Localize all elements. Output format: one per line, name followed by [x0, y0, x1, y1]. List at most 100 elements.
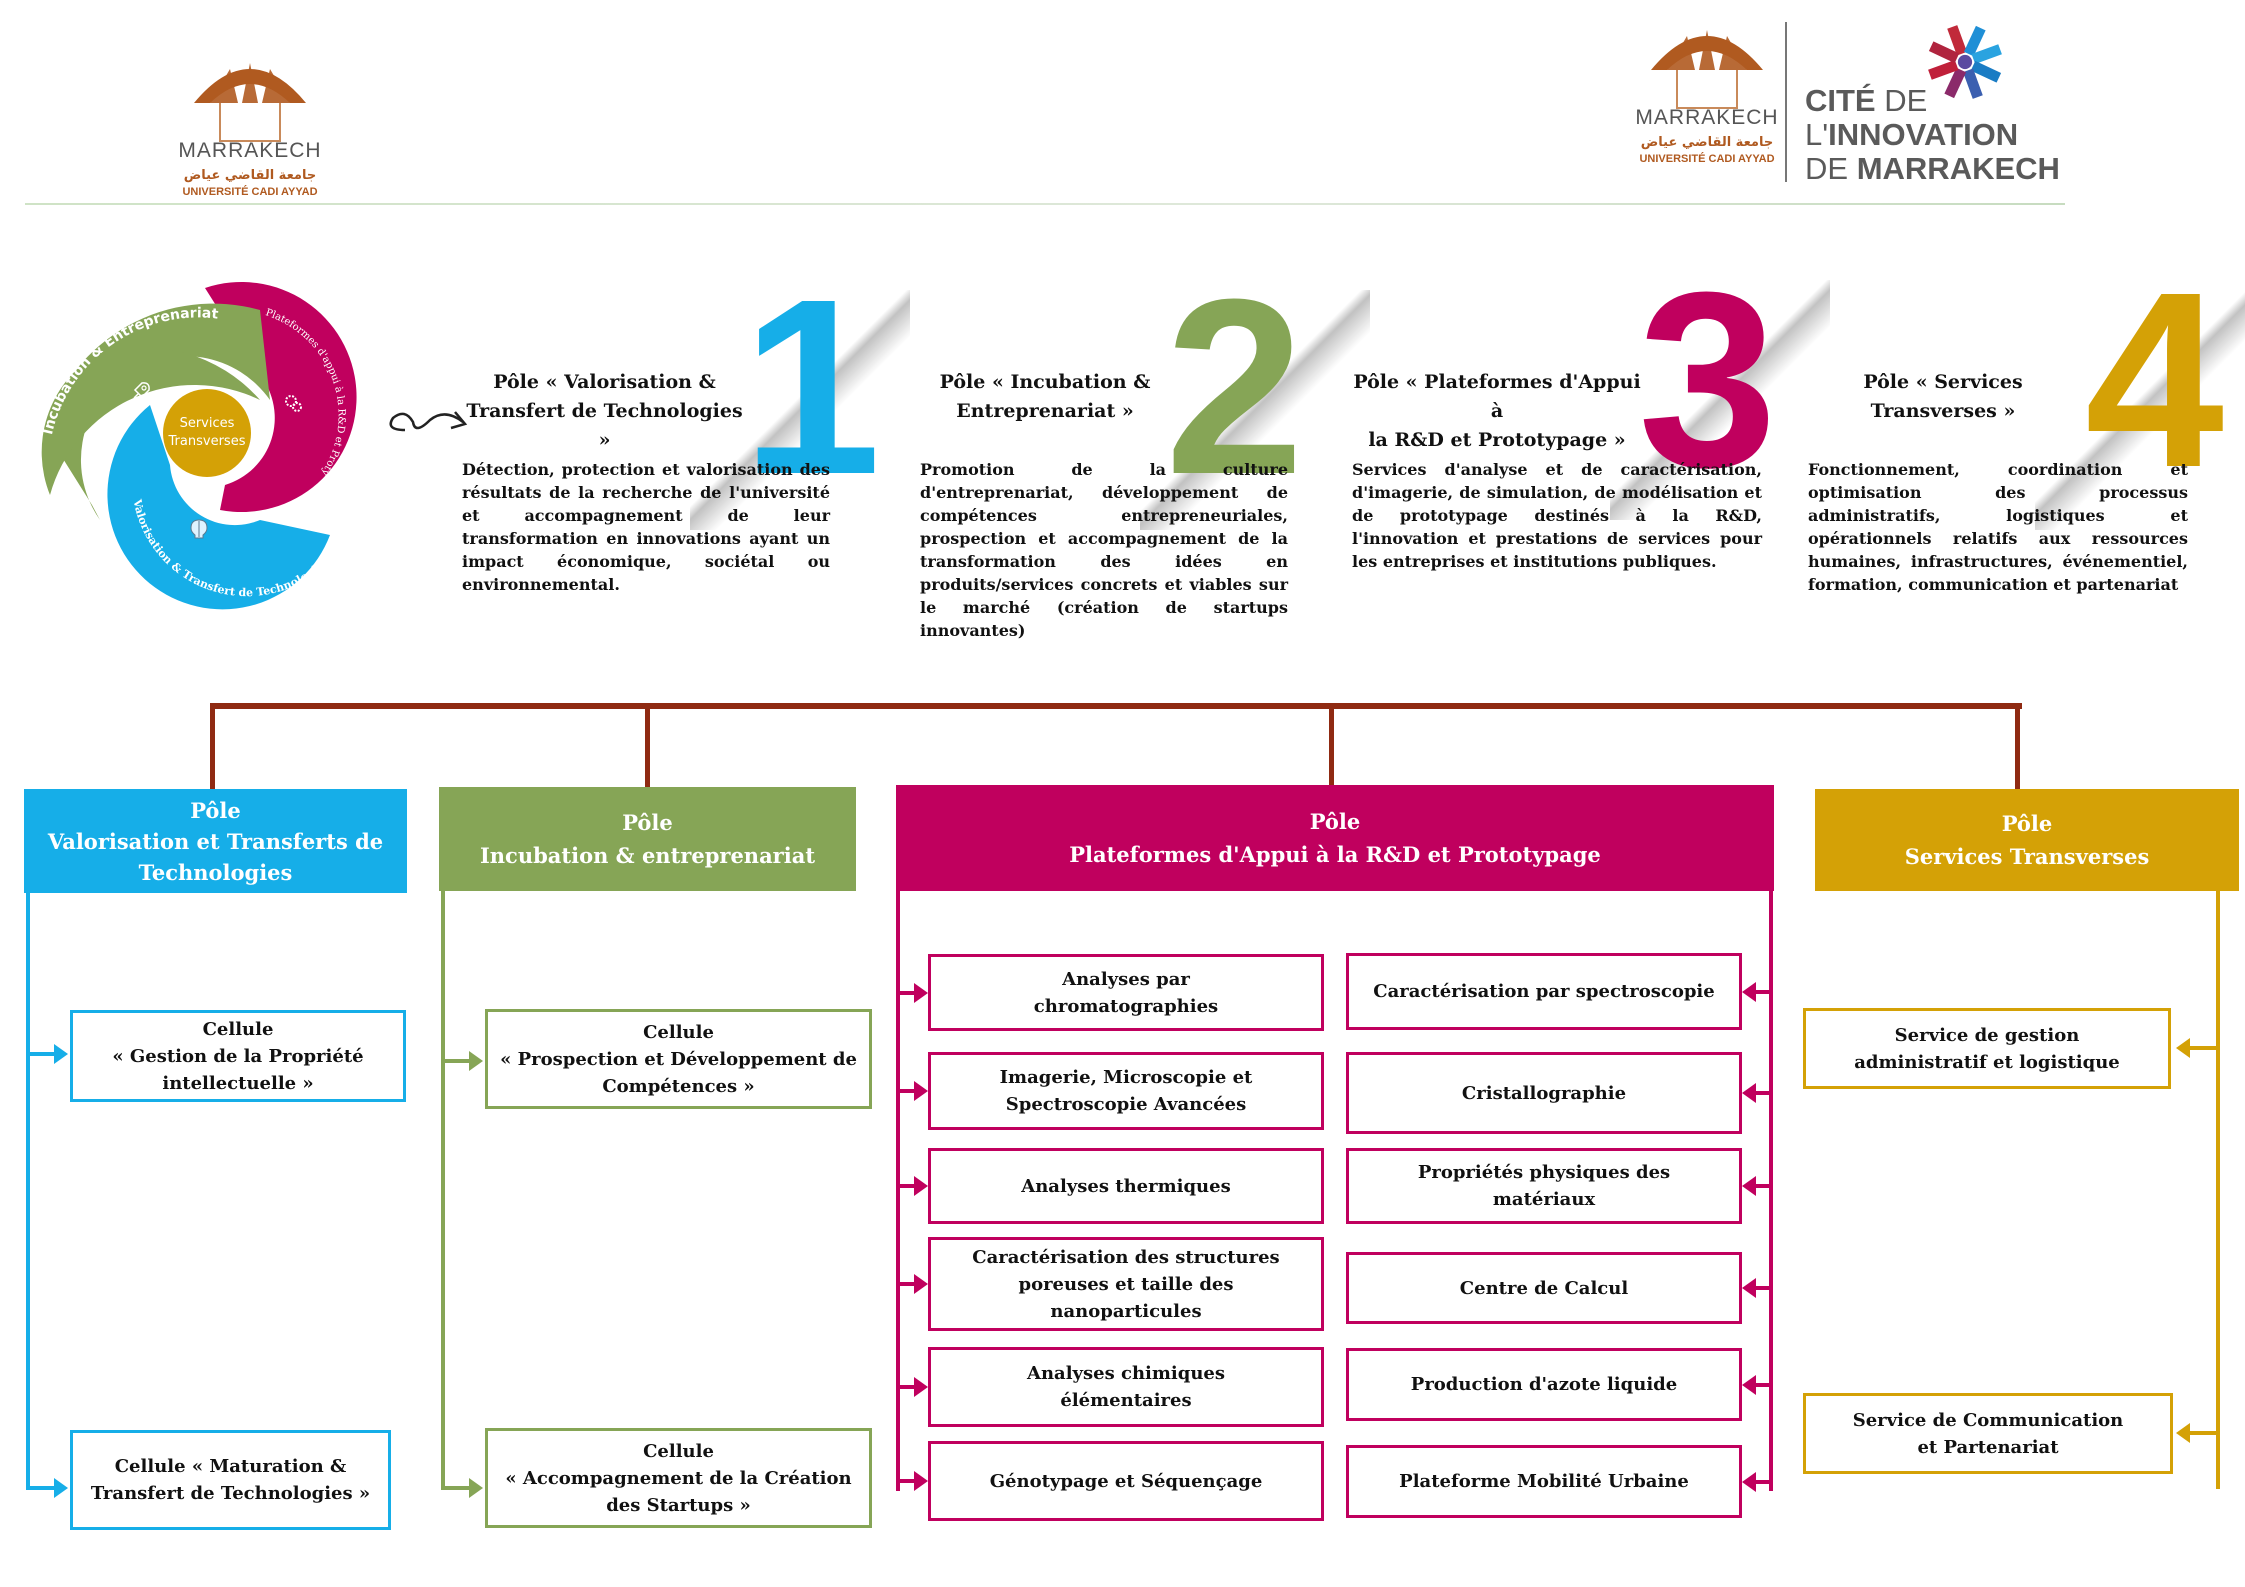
pole-3-branch [898, 990, 916, 995]
pole-3-branch [898, 1089, 916, 1093]
uca-arch-icon [194, 63, 306, 142]
pole-3-branch [898, 1282, 916, 1286]
pole-card-title: Pôle « Services Transverses » [1863, 371, 2023, 422]
pole-header-valorisation: Pôle Valorisation et Transferts de Techn… [24, 789, 407, 893]
pole-header-services: Pôle Services Transverses [1815, 789, 2239, 891]
pole-card-description: Fonctionnement, coordination et optimisa… [1808, 460, 2188, 594]
arrow-icon [914, 1377, 928, 1397]
uca-arabic: جامعة القاضي عياض [1640, 135, 1774, 150]
cite-word-6: MARRAKECH [1856, 151, 2060, 186]
cell-prospection-competences: Cellule « Prospection et Développement d… [485, 1009, 872, 1109]
curly-arrow-icon [389, 411, 468, 432]
pole-1-branch-1 [26, 1052, 56, 1056]
arrow-icon [2176, 1423, 2190, 1443]
pole-header-incubation: Pôle Incubation & entreprenariat [439, 787, 856, 891]
pole-number-4: 4 [2085, 255, 2225, 505]
cite-innovation-logo: CITÉ DE L'INNOVATION DE MARRAKECH [1805, 22, 2105, 187]
pole-3-branch [1755, 1286, 1771, 1290]
cite-word-3: L' [1805, 117, 1829, 152]
pole-3-left-spine [896, 891, 900, 1491]
pole-card-description: Services d'analyse et de caractérisation… [1352, 460, 1762, 571]
pole-number-1: 1 [742, 262, 882, 512]
cite-word-2: DE [1884, 83, 1928, 118]
arrow-icon [914, 1081, 928, 1101]
pole-card-4: Pôle « Services Transverses » [1808, 368, 2078, 426]
pole-3-branch [1755, 989, 1771, 994]
pole-1-spine [26, 893, 30, 1490]
cell-plateforme-left: Imagerie, Microscopie et Spectroscopie A… [928, 1052, 1324, 1130]
pole-3-branch [1755, 1184, 1771, 1188]
arrow-icon [54, 1044, 68, 1064]
uca-city: MARRAKECH [178, 139, 322, 162]
pole-card-description: Détection, protection et valorisation de… [462, 460, 830, 594]
cell-plateforme-left: Analyses par chromatographies [928, 954, 1324, 1031]
pole-header-plateformes: Pôle Plateformes d'Appui à la R&D et Pro… [896, 785, 1774, 891]
pole-card-description: Promotion de la culture d'entreprenariat… [920, 460, 1288, 640]
cell-plateforme-left: Analyses chimiques élémentaires [928, 1347, 1324, 1427]
arrow-icon [914, 1274, 928, 1294]
pole-card-2: Pôle « Incubation & Entreprenariat » [920, 368, 1170, 426]
arrow-icon [54, 1478, 68, 1498]
arrow-icon [2176, 1038, 2190, 1058]
pole-card-3: Pôle « Plateformes d'Appui à la R&D et P… [1352, 368, 1642, 455]
pole-3-branch [1755, 1091, 1771, 1095]
cell-plateforme-left: Caractérisation des structures poreuses … [928, 1237, 1324, 1331]
arrow-icon [1742, 1176, 1756, 1196]
arrow-icon [1742, 1471, 1756, 1492]
pole-2-spine [441, 891, 445, 1488]
uca-name: UNIVERSITÉ CADI AYYAD [1639, 153, 1775, 165]
cell-accompagnement-startups: Cellule « Accompagnement de la Création … [485, 1428, 872, 1528]
pole-card-title: Pôle « Incubation & Entreprenariat » [939, 371, 1151, 422]
arrow-icon [469, 1051, 483, 1071]
pole-number-2: 2 [1165, 262, 1305, 512]
pole-2-branch-2 [441, 1486, 471, 1490]
cell-plateforme-right: Plateforme Mobilité Urbaine [1346, 1445, 1742, 1518]
pole-3-branch [1755, 1382, 1771, 1387]
pole-3-branch [1755, 1479, 1771, 1484]
uca-city: MARRAKECH [1635, 106, 1779, 129]
pole-3-branch [898, 1479, 916, 1483]
pole-card-title: Pôle « Plateformes d'Appui à la R&D et P… [1353, 371, 1641, 451]
cell-plateforme-right: Propriétés physiques des matériaux [1346, 1148, 1742, 1224]
pole-3-right-spine [1769, 891, 1773, 1491]
pole-card-4-body: Fonctionnement, coordination et optimisa… [1808, 458, 2188, 596]
uca-arabic: جامعة القاضي عياض [183, 168, 317, 183]
rocket-icon [133, 382, 150, 399]
arrow-icon [914, 982, 928, 1003]
pole-3-branch [898, 1385, 916, 1389]
top-connector-line [210, 703, 2022, 709]
pole-card-fold-1 [690, 290, 910, 530]
cell-plateforme-right: Production d'azote liquide [1346, 1348, 1742, 1421]
connector-to-pole-3 [1329, 703, 1334, 785]
pole-4-spine [2216, 891, 2220, 1489]
pole-2-branch-1 [441, 1059, 471, 1063]
uca-name: UNIVERSITÉ CADI AYYAD [182, 186, 318, 198]
star-emblem-icon [1928, 25, 2002, 99]
cell-communication-partenariat: Service de Communication et Partenariat [1803, 1393, 2173, 1474]
pole-card-title: Pôle « Valorisation & Transfert de Techn… [466, 371, 743, 451]
connector-to-pole-2 [645, 703, 650, 789]
cite-word-5: DE [1805, 151, 1849, 186]
pole-card-fold-4 [2035, 290, 2245, 530]
pole-3-branch [898, 1184, 916, 1188]
cell-gestion-administratif: Service de gestion administratif et logi… [1803, 1008, 2171, 1089]
logo-divider [1785, 22, 1787, 182]
cell-plateforme-right: Centre de Calcul [1346, 1252, 1742, 1324]
pole-card-fold-3 [1610, 280, 1830, 520]
cell-plateforme-right: Caractérisation par spectroscopie [1346, 953, 1742, 1030]
arrow-icon [914, 1471, 928, 1491]
arrow-icon [1742, 981, 1756, 1002]
uca-logo-left: MARRAKECH جامعة القاضي عياض UNIVERSITÉ C… [175, 55, 325, 199]
pole-1-branch-2 [26, 1486, 56, 1490]
cite-word-1: CITÉ [1805, 83, 1876, 118]
arrow-icon [469, 1478, 483, 1498]
pole-card-2-body: Promotion de la culture d'entreprenariat… [920, 458, 1288, 642]
brain-bulb-icon [190, 519, 208, 539]
cell-plateforme-left: Analyses thermiques [928, 1148, 1324, 1224]
arrow-icon [1742, 1083, 1756, 1103]
pole-4-branch-2 [2190, 1431, 2218, 1435]
pole-card-3-body: Services d'analyse et de caractérisation… [1352, 458, 1762, 573]
cell-plateforme-right: Cristallographie [1346, 1052, 1742, 1134]
cell-propriete-intellectuelle: Cellule « Gestion de la Propriété intell… [70, 1010, 406, 1102]
arrow-icon [1742, 1278, 1756, 1298]
